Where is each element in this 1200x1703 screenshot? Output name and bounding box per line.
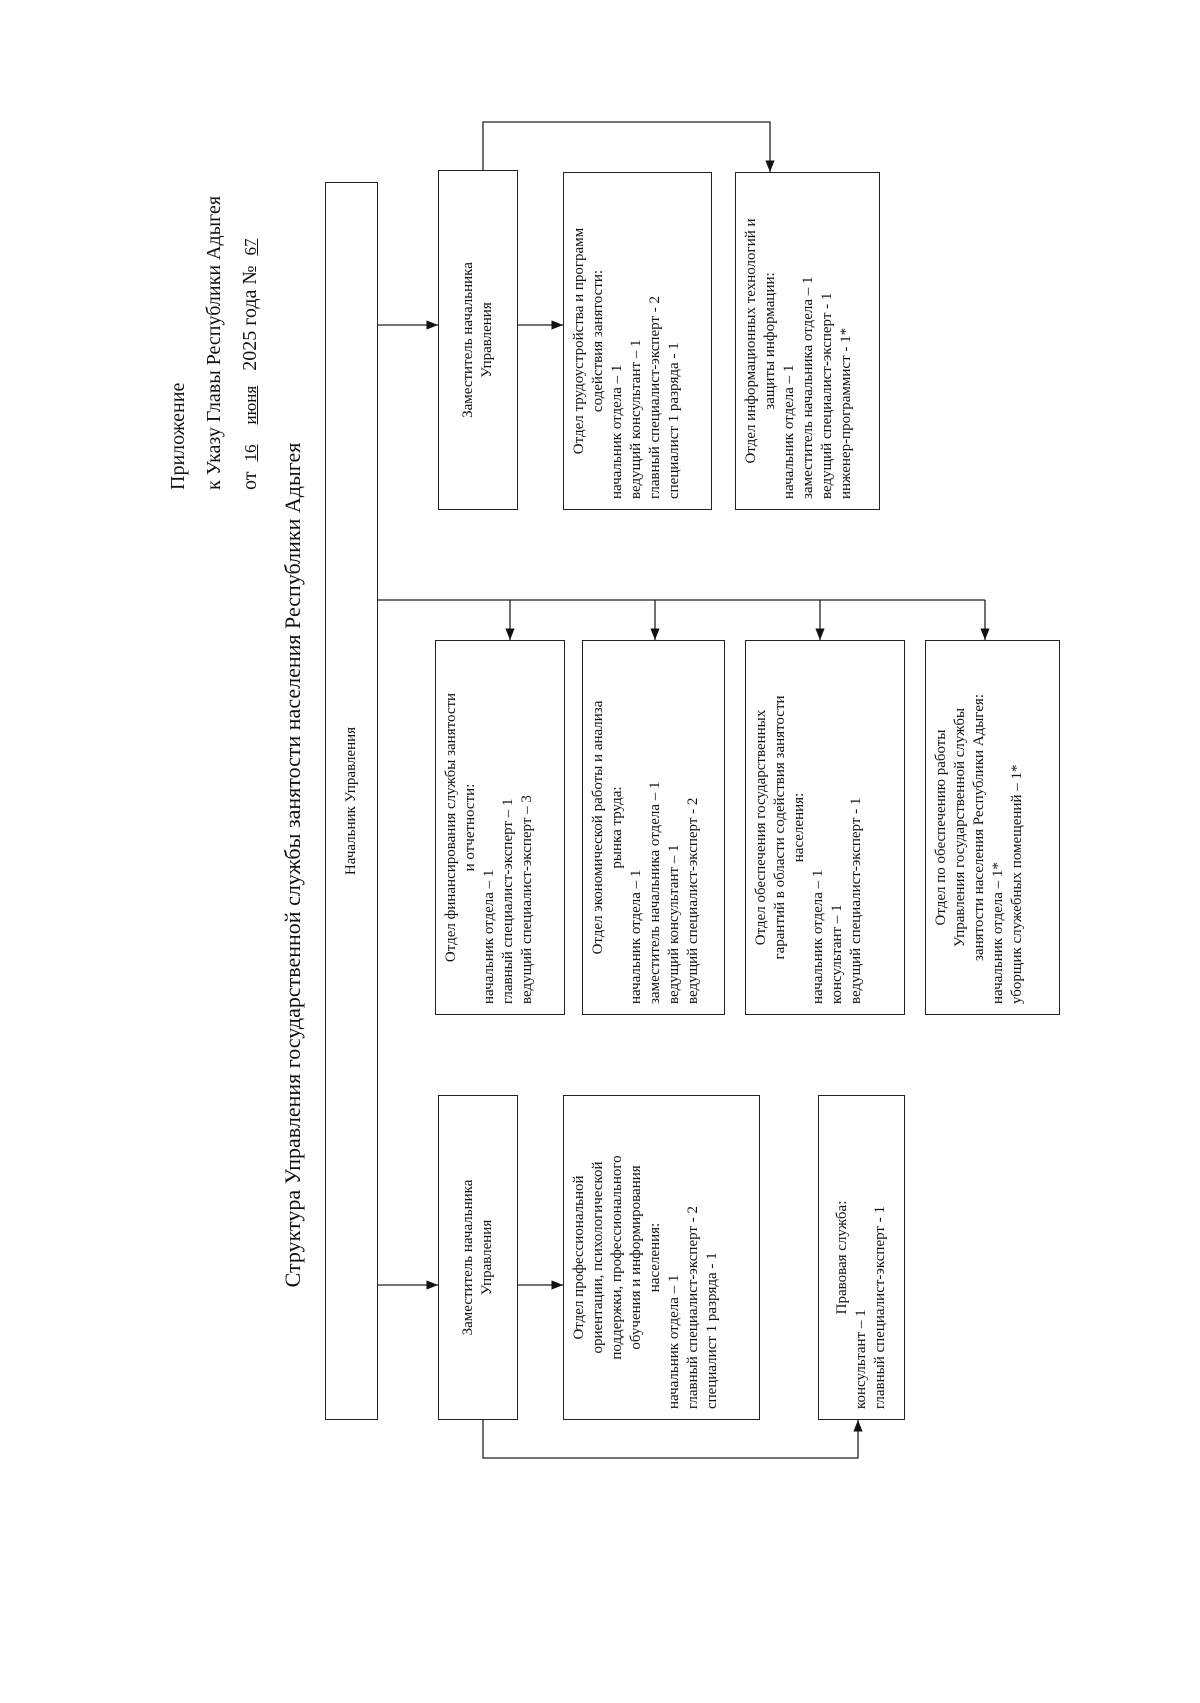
staff-position: специалист 1 разряда - 1: [704, 1252, 720, 1409]
dept-title-line: обучения и информирования: [628, 1165, 644, 1350]
staff-position: главный специалист-эксперт – 1: [500, 798, 516, 1004]
dept-title-line: Отдел экономической работы и анализа: [590, 700, 606, 955]
decree-day: 16: [241, 444, 260, 462]
dept-title-line: Отдел информационных технологий и: [743, 218, 759, 464]
arrow-deputy-right-to-it: [482, 121, 775, 172]
dept-title-line: населения:: [647, 1222, 663, 1293]
staff-position: ведущий консультант – 1: [628, 339, 644, 499]
dept-title-line: содействия занятости:: [590, 269, 606, 413]
appendix-decree: к Указу Главы Республики Адыгея: [203, 195, 225, 490]
dept-title-line: Правовая служба:: [834, 1200, 850, 1315]
appendix-header: Приложение к Указу Главы Республики Адыг…: [160, 196, 269, 490]
dept-title-line: ориентации, психологической: [590, 1161, 606, 1354]
dept-title-line: Отдел обеспечения государственных: [753, 709, 769, 946]
staff-position: начальник отдела – 1: [666, 1274, 682, 1409]
staff-position: главный специалист-эксперт - 1: [872, 1206, 888, 1409]
staff-position: начальник отдела – 1*: [990, 862, 1006, 1004]
dept-title-line: Отдел трудоустройства и программ: [571, 227, 587, 455]
staff-position: инженер-программист - 1*: [838, 327, 854, 499]
deputy-left-box: Заместитель начальника Управления: [438, 1095, 518, 1420]
staff-position: начальник отдела – 1: [609, 364, 625, 499]
arrow-deputy-left-to-legal: [482, 1420, 863, 1459]
staff-position: начальник отдела – 1: [810, 869, 826, 1004]
head-box: Начальник Управления: [325, 182, 378, 1420]
staff-position: заместитель начальника отдела – 1: [800, 276, 816, 500]
dept-title-line: рынка труда:: [609, 786, 625, 869]
staff-position: начальник отдела – 1: [628, 869, 644, 1004]
staff-position: начальник отдела – 1: [781, 364, 797, 499]
staff-position: уборщик служебных помещений – 1*: [1009, 764, 1025, 1005]
decree-number: 67: [241, 238, 260, 256]
appendix-date-line: от16июня 2025 года №67: [232, 196, 269, 490]
appendix-label: Приложение: [167, 382, 189, 490]
dept-title-line: населения:: [791, 792, 807, 863]
staff-position: начальник отдела – 1: [481, 869, 497, 1004]
dept-title-line: Отдел профессиональной: [571, 1175, 587, 1340]
staff-position: ведущий специалист-эксперт – 3: [519, 795, 535, 1004]
deputy-right-box: Заместитель начальника Управления: [438, 170, 518, 510]
dept-title-line: защиты информации:: [762, 272, 778, 410]
staff-position: ведущий специалист-эксперт - 1: [819, 292, 835, 499]
staff-position: ведущий консультант – 1: [666, 844, 682, 1004]
staff-position: консультант – 1: [829, 904, 845, 1004]
staff-position: ведущий специалист-эксперт - 1: [848, 797, 864, 1004]
dept-title-line: Управления государственной службы: [952, 707, 968, 948]
staff-position: консультант – 1: [853, 1309, 869, 1409]
staff-position: главный специалист-эксперт - 2: [647, 296, 663, 499]
staff-position: главный специалист-эксперт - 2: [685, 1206, 701, 1409]
dept-title-line: поддержки, профессионального: [609, 1155, 625, 1360]
staff-position: заместитель начальника отдела – 1: [647, 781, 663, 1005]
dept-title-line: и отчетности:: [462, 783, 478, 872]
page-title: Структура Управления государственной слу…: [280, 442, 305, 1288]
staff-position: ведущий специалист-эксперт - 2: [685, 797, 701, 1004]
dept-title-line: Отдел финансирования службы занятости: [443, 692, 459, 963]
dept-title-line: гарантий в области содействия занятости: [772, 695, 788, 960]
dept-title-line: Отдел по обеспечению работы: [933, 729, 949, 926]
decree-month: июня: [241, 385, 260, 425]
staff-position: специалист 1 разряда - 1: [666, 342, 682, 499]
dept-title-line: занятости населения Республики Адыгея:: [971, 694, 987, 961]
